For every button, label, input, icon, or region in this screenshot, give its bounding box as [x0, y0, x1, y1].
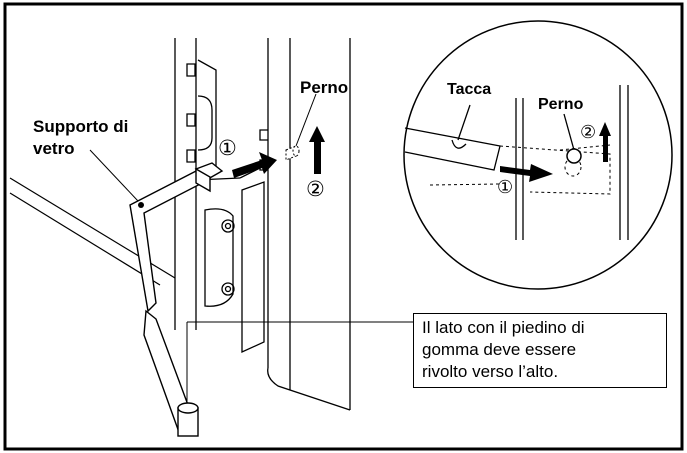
arrow-right-main — [232, 152, 277, 178]
support-dot — [138, 202, 144, 208]
outer-frame — [3, 2, 684, 451]
label-tacca: Tacca — [447, 81, 491, 98]
note-line2: gomma deve essere — [422, 340, 577, 359]
pin-main — [285, 145, 300, 161]
detail-circle — [403, 20, 673, 290]
step1-main: ① — [218, 137, 237, 160]
label-perno-main: Perno — [300, 78, 348, 97]
arrow-up-main — [309, 126, 325, 174]
label-supporto-line2: vetro — [33, 139, 75, 158]
cabinet-right-panel — [204, 38, 351, 411]
step2-detail: ② — [580, 122, 596, 142]
label-supporto-line1: Supporto di — [33, 117, 128, 136]
leader-lines — [89, 93, 413, 403]
note-callout: Il lato con il piedino di gomma deve ess… — [413, 313, 667, 388]
glass-support — [129, 162, 224, 437]
note-line3: rivolto verso l’alto. — [422, 362, 559, 381]
arrow-up-detail — [599, 122, 611, 162]
arrow-right-detail — [500, 164, 553, 182]
note-line1: Il lato con il piedino di — [422, 318, 585, 337]
step1-detail: ① — [497, 177, 513, 197]
label-perno-detail: Perno — [538, 96, 584, 113]
step2-main: ② — [306, 178, 325, 201]
pin-detail — [566, 148, 582, 164]
